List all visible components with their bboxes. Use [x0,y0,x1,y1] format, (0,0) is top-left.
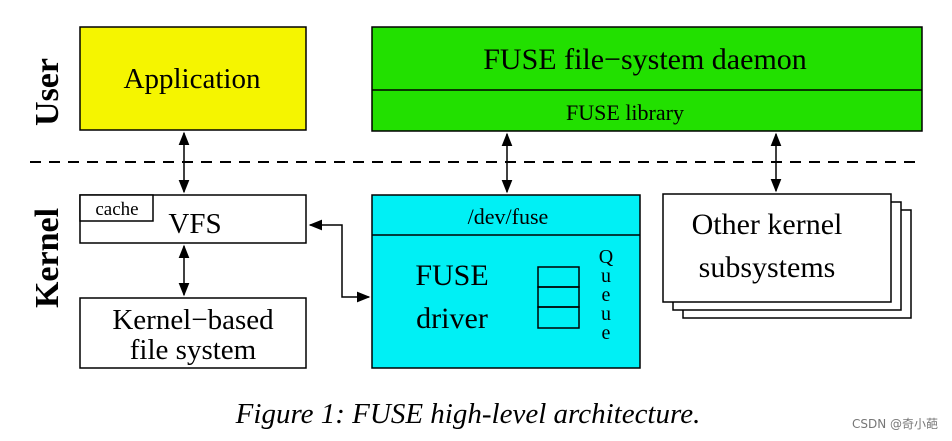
fuse-driver-box [371,194,641,369]
watermark: CSDN @奇小葩 [852,417,938,431]
library-label: FUSE library [566,100,684,125]
kernel-fs-label-line1: Kernel−based [112,304,274,336]
application-box [79,26,307,131]
queue-letter: e [602,284,611,306]
daemon-box [371,26,923,132]
kernel-label: Kernel [29,208,66,308]
figure-caption: Figure 1: FUSE high-level architecture. [235,398,701,430]
dev-fuse-label: /dev/fuse [468,204,549,229]
other-subsystems-label-line2: subsystems [699,251,836,284]
other-subsystems-label-line1: Other kernel [692,208,843,241]
queue-stack [537,266,580,329]
user-label: User [29,58,66,126]
queue-letter: u [601,265,611,287]
fuse-driver-label-line2: driver [416,302,488,335]
cache-label: cache [95,199,138,220]
cache-box [79,194,154,222]
arrow-vfs-fuse-driver [308,219,371,303]
vfs-label: VFS [168,208,221,240]
kernel-fs-label-line2: file system [130,334,257,366]
queue-letter: Q [599,246,614,268]
kernel-fs-box [79,297,307,369]
application-label: Application [124,63,261,95]
queue-letter: e [602,322,611,344]
other-subsystems-box [662,193,892,303]
queue-letter: u [601,303,611,325]
daemon-label: FUSE file−system daemon [483,43,807,76]
queue-slot [537,306,580,329]
fuse-driver-label-line1: FUSE [415,259,488,292]
